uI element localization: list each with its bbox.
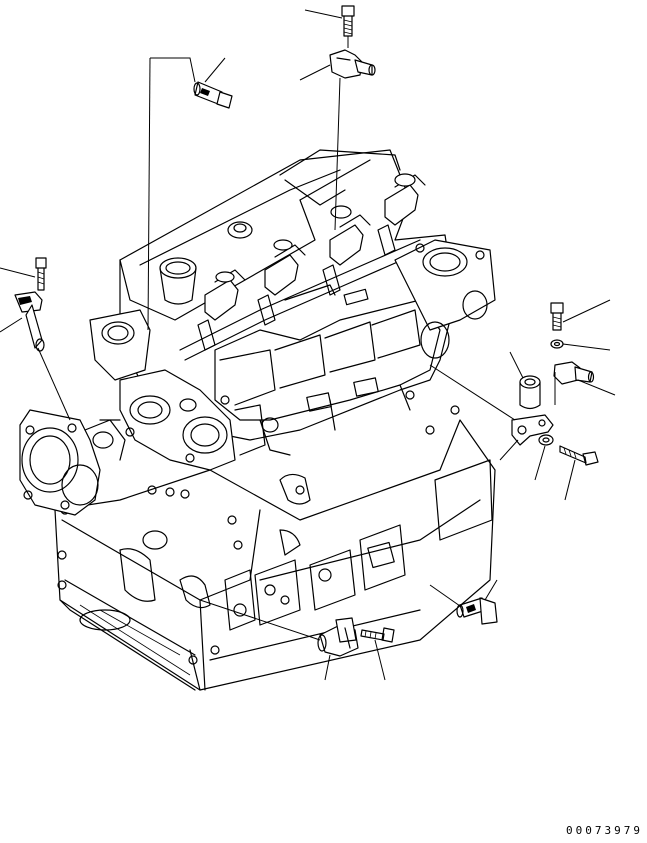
sensor-top-left [193,81,233,109]
front-housing [19,409,126,516]
engine-block [54,390,496,691]
washer-lower-right [538,434,554,446]
leader-lines [0,9,616,681]
bolt-top [341,5,355,37]
intake-manifold [214,239,496,456]
spacer-right [519,375,541,410]
bracket-right [511,414,554,446]
bolt-left [35,257,47,291]
sensor-left [14,291,45,352]
bolt-lower-right [559,445,599,466]
sensor-bottom-right [456,597,498,625]
sensor-top-right [329,49,376,79]
sensor-right [553,361,595,385]
throttle-body [99,369,311,505]
drawing-number: 00073979 [566,824,643,837]
sensor-bottom [317,617,359,657]
bolt-bottom [360,627,395,643]
bolt-right [550,302,564,331]
washer-right [550,339,564,349]
